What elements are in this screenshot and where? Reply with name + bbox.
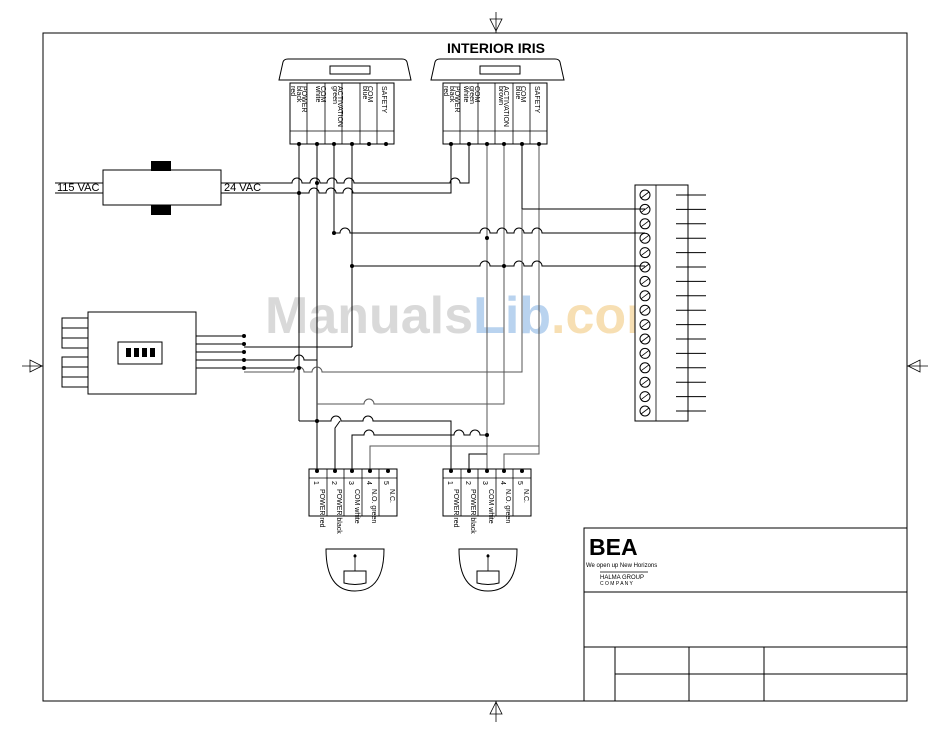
sensor2-label-3: COM white bbox=[487, 489, 494, 524]
dip-switch bbox=[117, 341, 163, 365]
sensor1-label-1: POWER red bbox=[318, 489, 325, 528]
iris-terminal-block-right: red black POWER white green COM brown AC… bbox=[442, 82, 548, 145]
iris-left-term-9: COM bbox=[366, 86, 373, 103]
terminal-screw-slot bbox=[640, 191, 650, 199]
terminal-strip bbox=[634, 184, 706, 422]
iris-left-term-3: POWER bbox=[300, 86, 307, 112]
sensor2-label-1: POWER red bbox=[452, 489, 459, 528]
iris-right-term-3: POWER bbox=[453, 86, 460, 112]
sensor2-num-3: 3 bbox=[481, 481, 488, 485]
terminal-screw-slot bbox=[640, 292, 650, 300]
iris-left-term-6: green bbox=[331, 86, 338, 104]
transformer: 115 VAC 24 VAC bbox=[55, 161, 261, 215]
sensor1-num-3: 3 bbox=[347, 481, 354, 485]
terminal-screw-slot bbox=[640, 220, 650, 228]
sensor2-num-4: 4 bbox=[499, 481, 506, 485]
iris-left-term-10: SAFETY bbox=[380, 86, 387, 114]
iris-left-term-1: red bbox=[289, 86, 296, 96]
iris-head-left bbox=[278, 58, 412, 81]
sensor1-label-5: N.C. bbox=[388, 489, 395, 503]
sensor1-num-4: 4 bbox=[365, 481, 372, 485]
logo-company: HALMA GROUP bbox=[600, 575, 644, 581]
terminal-screw-slot bbox=[640, 306, 650, 314]
company-logo: BEA We open up New Horizons HALMA GROUP … bbox=[586, 534, 657, 587]
sensor2-num-2: 2 bbox=[464, 481, 471, 485]
terminal-screw-slot bbox=[640, 378, 650, 386]
sensor1-num-2: 2 bbox=[330, 481, 337, 485]
logo-name: BEA bbox=[589, 534, 638, 560]
iris-left-term-8: blue bbox=[361, 86, 368, 99]
iris-left-term-4: white bbox=[314, 85, 321, 102]
iris-right-term-11: SAFETY bbox=[533, 86, 540, 114]
input-voltage-label: 115 VAC bbox=[57, 182, 99, 194]
iris-left-term-2: black bbox=[295, 86, 302, 103]
iris-right-term-10: COM bbox=[519, 86, 526, 103]
iris-head-right bbox=[430, 58, 565, 81]
sensor1-num-5: 5 bbox=[382, 481, 389, 485]
sensor1-label-3: COM white bbox=[353, 489, 360, 524]
control-module bbox=[61, 311, 197, 395]
sensor1-label-2: POWER black bbox=[335, 489, 342, 534]
terminal-screw-slot bbox=[640, 364, 650, 372]
sheet-border bbox=[42, 32, 908, 702]
dome-sensor-2 bbox=[458, 548, 518, 592]
sensor2-label-2: POWER black bbox=[469, 489, 476, 534]
sensor2-num-5: 5 bbox=[516, 481, 523, 485]
sensor1-num-1: 1 bbox=[312, 481, 319, 485]
diagram-title: INTERIOR IRIS bbox=[447, 40, 545, 56]
dome-sensor-1 bbox=[325, 548, 385, 592]
terminal-screw-slot bbox=[640, 393, 650, 400]
terminal-screw-slot bbox=[640, 350, 650, 357]
iris-left-term-5: COM bbox=[319, 86, 326, 103]
logo-company-sub: C O M P A N Y bbox=[600, 581, 634, 587]
terminal-screw-slot bbox=[640, 321, 650, 328]
sensor-terminal-block-1: 1 2 3 4 5 POWER red POWER black COM whit… bbox=[308, 468, 398, 534]
iris-right-term-2: black bbox=[448, 86, 455, 103]
watermark-part-2: Lib bbox=[473, 287, 551, 345]
watermark-part-1: Manuals bbox=[265, 287, 473, 345]
iris-right-term-1: red bbox=[442, 86, 449, 96]
sensor2-num-1: 1 bbox=[446, 481, 453, 485]
iris-right-term-8: ACTIVATION bbox=[502, 86, 509, 127]
sensor2-label-5: N.C. bbox=[522, 489, 529, 503]
sensor2-label-4: N.O. green bbox=[504, 489, 511, 523]
iris-right-term-6: COM bbox=[473, 86, 480, 103]
iris-left-term-7: ACTIVATION bbox=[336, 86, 343, 127]
terminal-screw-slot bbox=[640, 278, 650, 285]
iris-right-term-9: blue bbox=[514, 86, 521, 99]
sensor1-label-4: N.O. green bbox=[370, 489, 377, 523]
iris-right-term-4: white bbox=[462, 85, 469, 102]
iris-right-term-5: green bbox=[468, 86, 475, 104]
logo-tagline: We open up New Horizons bbox=[586, 563, 657, 569]
iris-terminal-block-left: red black POWER white COM green ACTIVATI… bbox=[289, 82, 395, 145]
watermark: ManualsLib.com bbox=[265, 287, 672, 345]
iris-right-term-7: brown bbox=[497, 86, 504, 105]
title-block bbox=[583, 527, 908, 702]
sensor-terminal-block-2: 1 2 3 4 5 POWER red POWER black COM whit… bbox=[442, 468, 532, 534]
terminal-screw-slot bbox=[640, 407, 650, 415]
registration-marks bbox=[22, 12, 928, 722]
terminal-screw-slot bbox=[640, 335, 650, 343]
terminal-screw-slot bbox=[640, 249, 650, 256]
output-voltage-label: 24 VAC bbox=[224, 182, 261, 194]
terminal-screw-slot bbox=[640, 234, 650, 242]
wiring bbox=[196, 142, 645, 469]
terminal-screw-slot bbox=[640, 263, 650, 271]
